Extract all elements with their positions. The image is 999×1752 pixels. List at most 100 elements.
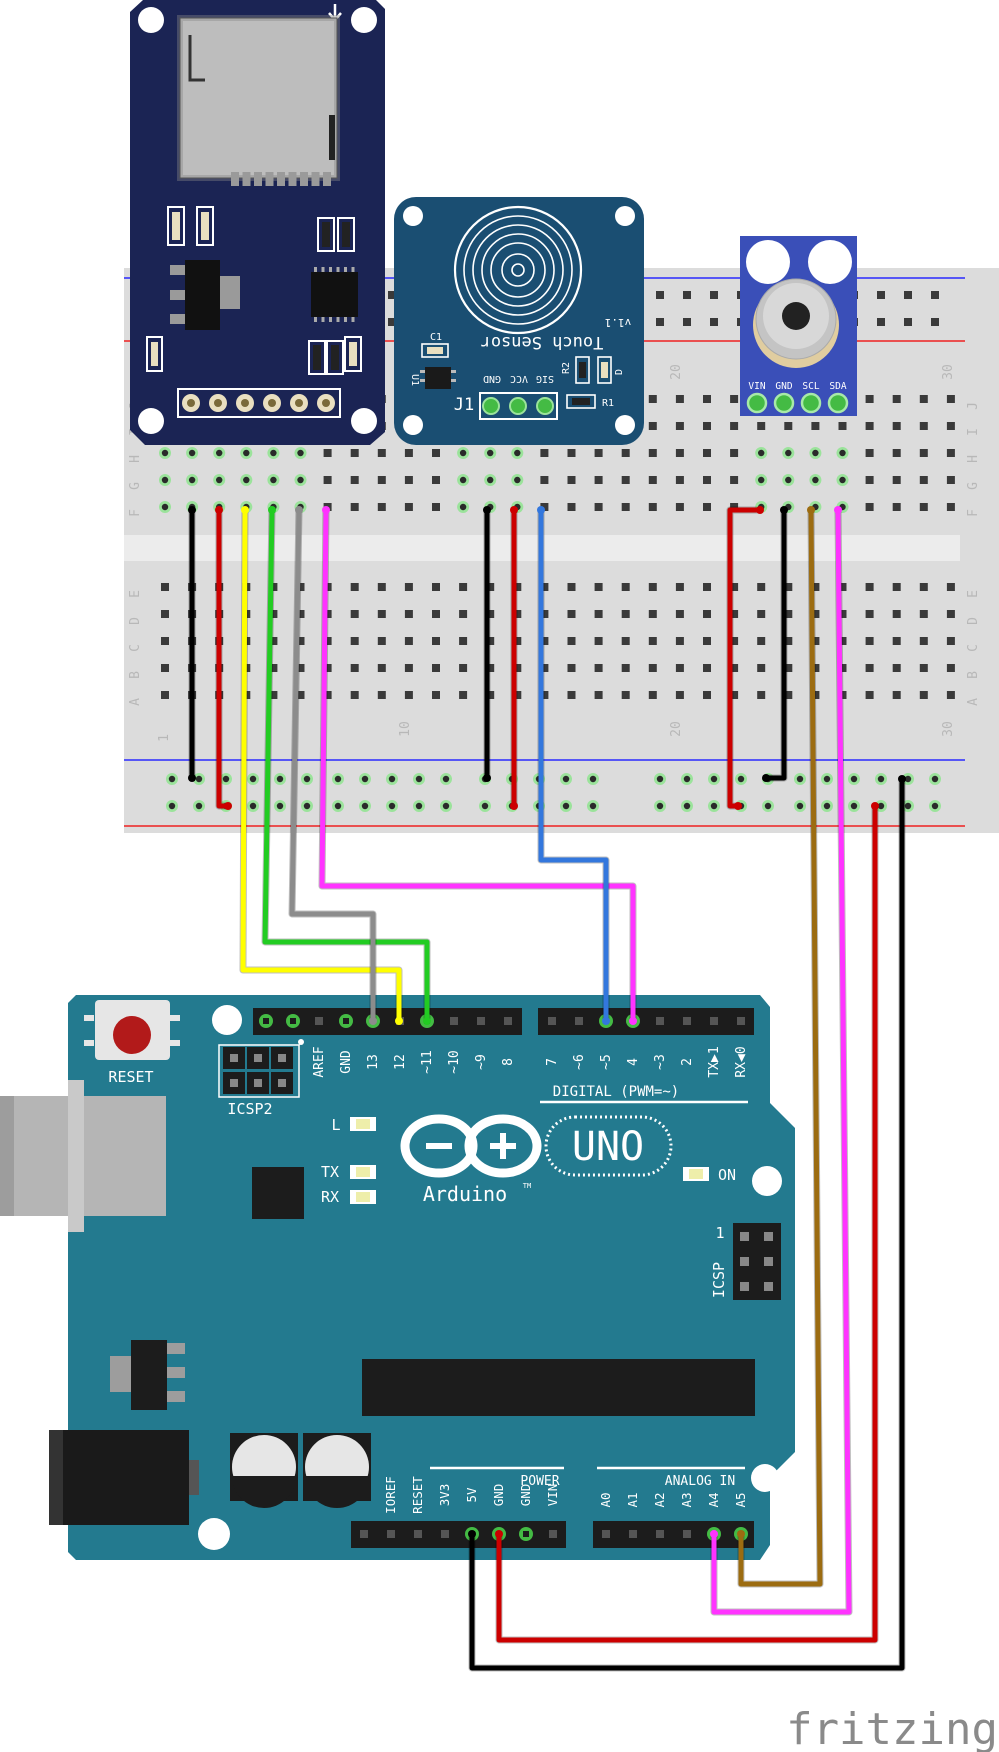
breadboard-hole [757,422,766,430]
rail-hole-center [562,802,570,810]
power-pin-label: IOREF [383,1476,398,1514]
analog-pin-label: A2 [652,1492,667,1507]
breadboard-hole [296,637,305,645]
breadboard-hole [946,664,955,672]
breadboard-hole [865,583,874,591]
breadboard-hole [567,503,576,511]
rail-hole-center [877,775,885,783]
sd-header-pin-hole [214,399,222,407]
breadboard-hole [459,637,468,645]
rail-hole-center [415,802,423,810]
breadboard-hole [377,637,386,645]
wire-sd-mosi-end [423,1017,431,1025]
breadboard-hole [404,503,413,511]
breadboard-hole [350,503,359,511]
breadboard-hole-center [161,476,169,484]
breadboard-hole [350,449,359,457]
rail-hole-center [276,802,284,810]
breadboard-hole [675,422,684,430]
breadboard-hole [540,664,549,672]
touch-sensor-title: Touch Sensor [481,332,604,352]
breadboard-hole-center [270,476,277,484]
ir-sensor-window [782,302,810,330]
wire-ir-scl [738,507,823,1587]
wire-ir-gnd-end [762,774,770,782]
row-letter-a-left: A [128,698,143,706]
breadboard-hole [730,476,739,484]
breadboard-hole [892,395,901,403]
breadboard-hole [486,664,495,672]
breadboard-hole [459,583,468,591]
touch-mounting-hole [615,206,635,226]
label-r2: R2 [561,362,572,374]
breadboard-hole [648,664,657,672]
rail-hole [904,291,912,299]
sd-mounting-hole [351,408,377,434]
breadboard-hole-center [487,476,494,484]
breadboard-rail-holes [166,291,941,812]
column-number-30-top: 30 [941,364,956,380]
bottom-pin [602,1530,610,1538]
rail-hole-center [388,802,396,810]
rail-hole-center [303,775,311,783]
breadboard-hole [946,637,955,645]
breadboard-hole [540,583,549,591]
icsp2-pin [254,1079,262,1087]
ir-pin-label-gnd: GND [775,381,792,392]
breadboard-hole [784,583,793,591]
breadboard-hole-center [216,449,223,457]
fritzing-watermark: fritzing [786,1704,998,1752]
rail-hole-center [850,775,858,783]
row-letter-a-right: A [966,698,981,706]
wire-ir-scl-end [737,1530,745,1538]
breadboard-hole [540,476,549,484]
wire-sd-miso-end [395,1017,403,1025]
icsp-pin [740,1282,749,1291]
chip-leg [336,267,340,272]
uno-badge [544,1115,673,1177]
bottom-pin [656,1530,664,1538]
breadboard-hole [350,583,359,591]
rail-hole-center [823,775,831,783]
breadboard-hole-center [161,449,169,457]
breadboard-hole [919,476,928,484]
rail-hole-center [656,802,664,810]
breadboard-hole [432,583,440,591]
analog-pin-label: A3 [679,1492,694,1507]
bottom-pin [387,1530,395,1538]
rail-hole [710,291,718,299]
breadboard-hole [648,637,657,645]
breadboard-hole [377,503,386,511]
breadboard-hole [486,637,495,645]
breadboard-hole [865,503,874,511]
breadboard-hole [946,422,955,430]
breadboard-hole [703,610,711,618]
ir-mounting-hole [808,240,852,284]
breadboard-hole [377,691,386,699]
bottom-pin [629,1530,637,1538]
wire-sd-sck-end [295,506,303,514]
breadboard-hole [703,503,711,511]
ir-pin-label-vin: VIN [748,381,765,392]
breadboard-hole [350,476,359,484]
bottom-pin [683,1530,691,1538]
sd-header-pins [182,394,335,412]
breadboard-hole [621,449,630,457]
row-letter-i-right: I [966,428,981,436]
rail-hole-center [361,775,369,783]
sd-slot-pins [231,172,331,186]
touch-mounting-hole [403,206,423,226]
label-c1: C1 [430,332,442,343]
sd-slot-contact [288,172,297,186]
breadboard-hole [892,583,901,591]
digital-pin-label: 7 [545,1058,560,1066]
icsp2-pin [278,1054,286,1062]
breadboard-hole-center [812,476,819,484]
icsp2-pin [278,1079,286,1087]
power-header [351,1521,566,1548]
rail-hole-center [222,775,230,783]
breadboard-hole [161,664,169,672]
breadboard-hole [730,583,739,591]
wire-5v [496,803,878,1643]
